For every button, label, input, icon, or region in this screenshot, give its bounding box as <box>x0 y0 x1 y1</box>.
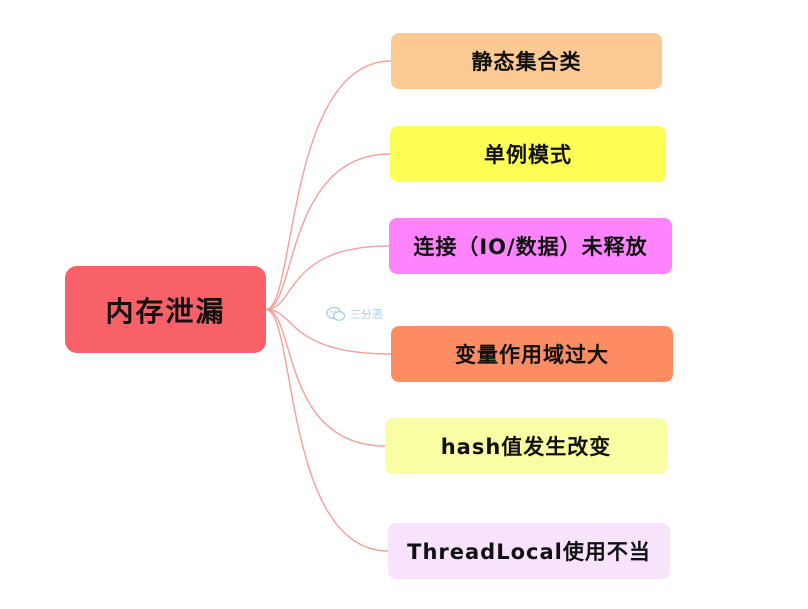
branch-label: ThreadLocal使用不当 <box>407 540 651 564</box>
connector-singleton <box>265 153 391 311</box>
connector-hash-change <box>265 308 386 447</box>
watermark-text: 三分恶 <box>350 308 383 321</box>
root-label: 内存泄漏 <box>105 294 226 328</box>
branch-singleton: 单例模式 <box>390 126 666 182</box>
branch-hash-change: hash值发生改变 <box>385 418 667 474</box>
connector-static-collection <box>265 60 392 311</box>
watermark: 三分恶 <box>326 306 383 322</box>
root-node: 内存泄漏 <box>65 266 266 353</box>
branch-label: hash值发生改变 <box>440 435 612 459</box>
branch-variable-scope: 变量作用域过大 <box>391 326 673 382</box>
branch-static-collection: 静态集合类 <box>391 33 662 89</box>
branch-label: 变量作用域过大 <box>455 343 609 367</box>
branch-label: 单例模式 <box>484 143 572 167</box>
branch-threadlocal: ThreadLocal使用不当 <box>388 523 670 579</box>
connector-threadlocal <box>265 308 389 552</box>
connector-lines <box>265 60 392 552</box>
connector-unreleased-connection <box>265 245 390 311</box>
branch-label: 静态集合类 <box>471 50 582 74</box>
wechat-icon <box>326 306 346 321</box>
connector-variable-scope <box>265 308 392 355</box>
branch-label: 连接（IO/数据）未释放 <box>413 235 648 259</box>
branch-unreleased-connection: 连接（IO/数据）未释放 <box>389 218 672 274</box>
